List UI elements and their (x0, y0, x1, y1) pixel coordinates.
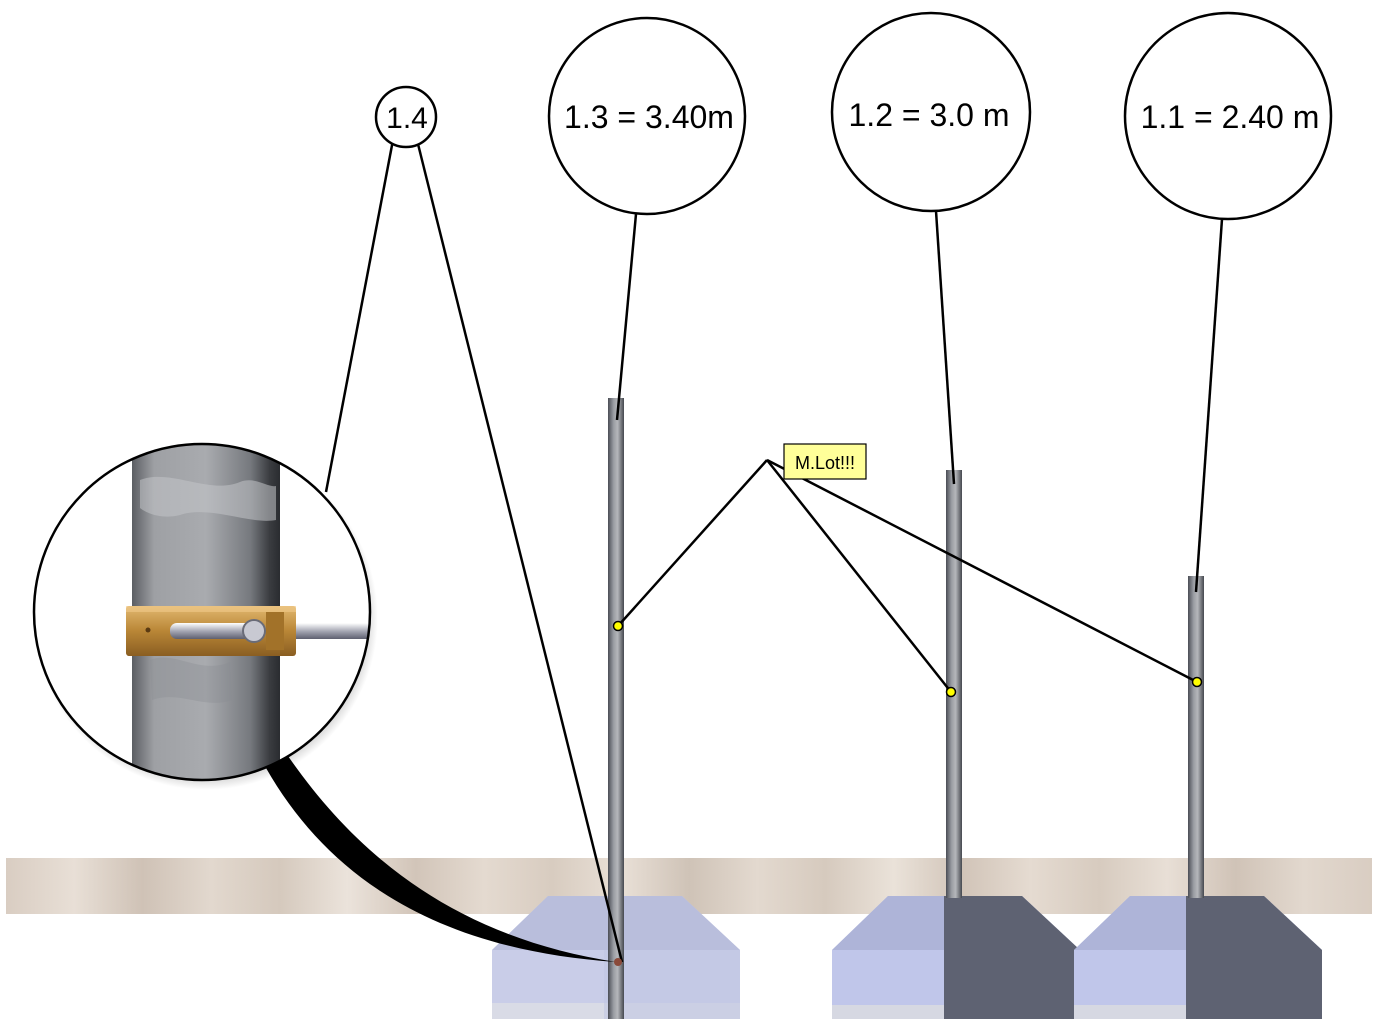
callout-1-3: 1.3 = 3.40m (547, 16, 747, 216)
note-label: M.Lot!!! (795, 453, 855, 473)
steel-pole-1-3 (608, 398, 624, 1019)
callout-1-3-label: 1.3 = 3.40m (564, 99, 734, 135)
callout-1-2: 1.2 = 3.0 m (830, 11, 1032, 213)
steel-pole-1-1 (1188, 576, 1204, 898)
note-leaders (617, 458, 1198, 693)
note-box: M.Lot!!! (783, 443, 867, 480)
callout-1-4-label: 1.4 (386, 102, 428, 135)
marker-point-1-2 (945, 686, 957, 698)
concrete-base-2 (832, 896, 1080, 1019)
callout-1-4: 1.4 (374, 85, 438, 149)
callout-1-1-label: 1.1 = 2.40 m (1141, 99, 1320, 135)
pipe-clamp-detail-icon (32, 442, 378, 790)
detail-anchor-point (614, 958, 622, 966)
callout-1-2-label: 1.2 = 3.0 m (849, 97, 1010, 133)
detail-connector (266, 756, 616, 962)
marker-point-1-1 (1191, 676, 1203, 688)
marker-points (612, 620, 1203, 698)
marker-point-1-3 (612, 620, 624, 632)
concrete-base-3 (1074, 896, 1322, 1019)
steel-pole-1-2 (946, 470, 962, 898)
callout-1-1: 1.1 = 2.40 m (1123, 11, 1333, 221)
callout-leaders (324, 139, 1224, 963)
